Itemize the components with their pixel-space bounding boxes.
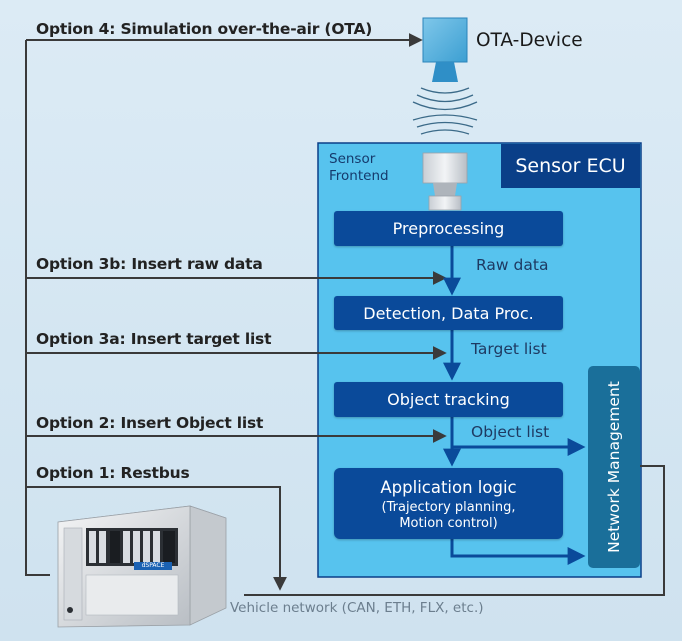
- sensor-frontend-icon: [422, 152, 468, 211]
- option4-label: Option 4: Simulation over-the-air (OTA): [36, 20, 373, 38]
- object-list-label: Object list: [471, 423, 550, 441]
- option1-arrow: [26, 486, 287, 591]
- application-logic-sub1: (Trajectory planning,: [381, 499, 516, 515]
- nm-network-line: [244, 465, 665, 596]
- option1-label: Option 1: Restbus: [36, 464, 190, 482]
- ota-device-icon: [422, 17, 468, 82]
- radio-waves-icon: [412, 87, 478, 135]
- option3b-label: Option 3b: Insert raw data: [36, 255, 263, 273]
- network-management-block: Network Management: [588, 366, 640, 568]
- detection-block: Detection, Data Proc.: [334, 296, 563, 330]
- application-logic-title: Application logic: [380, 477, 517, 497]
- sensor-ecu-title: Sensor ECU: [501, 144, 640, 188]
- target-list-label: Target list: [471, 340, 547, 358]
- left-bus-line: [25, 40, 50, 576]
- sensor-frontend-label: Sensor Frontend: [329, 151, 389, 185]
- internal-flow-arrows: [443, 246, 586, 565]
- sensor-frontend-line1: Sensor: [329, 151, 376, 167]
- option2-label: Option 2: Insert Object list: [36, 414, 264, 432]
- option3a-label: Option 3a: Insert target list: [36, 330, 272, 348]
- application-logic-sub2: Motion control): [399, 515, 498, 531]
- ota-device-label: OTA-Device: [476, 30, 583, 51]
- sensor-frontend-line2: Frontend: [329, 168, 389, 184]
- object-tracking-block: Object tracking: [334, 382, 563, 417]
- network-management-label: Network Management: [605, 381, 623, 553]
- flow-app-to-nm-arrow: [450, 539, 586, 565]
- application-logic-block: Application logic (Trajectory planning, …: [334, 468, 563, 539]
- hil-brand-label: dSPACE: [134, 562, 172, 570]
- vehicle-network-label: Vehicle network (CAN, ETH, FLX, etc.): [230, 600, 484, 616]
- hil-simulator-icon: [57, 505, 227, 628]
- preprocessing-block: Preprocessing: [334, 211, 563, 246]
- raw-data-label: Raw data: [476, 256, 549, 274]
